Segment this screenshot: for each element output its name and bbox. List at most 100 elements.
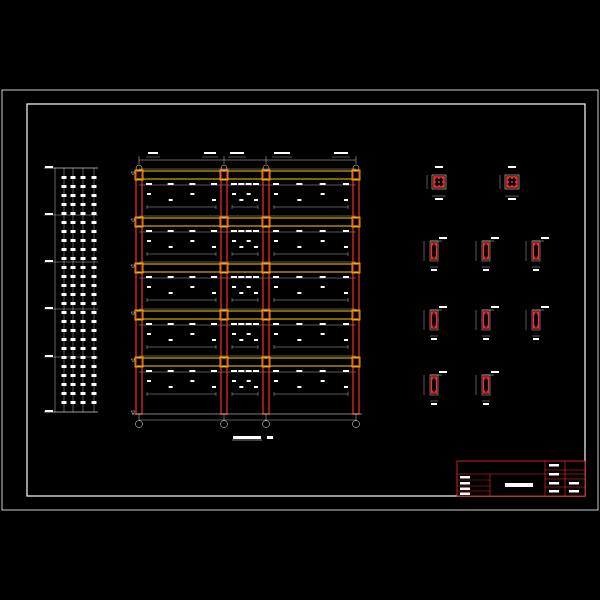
rebar-mark bbox=[91, 257, 97, 260]
beam-label-mark bbox=[190, 380, 195, 382]
rebar-mark bbox=[91, 374, 97, 377]
rebar-mark bbox=[61, 275, 67, 278]
beam-label-mark bbox=[189, 276, 196, 278]
level-label-mark bbox=[45, 410, 53, 412]
rebar-mark bbox=[61, 257, 67, 260]
rebar-mark bbox=[91, 338, 97, 341]
beam-label-mark bbox=[189, 370, 196, 372]
joint bbox=[219, 216, 229, 228]
column bbox=[135, 169, 143, 415]
title-label-mark bbox=[569, 482, 579, 485]
section-label-mark bbox=[491, 371, 499, 373]
beam-label-mark bbox=[232, 333, 236, 335]
beam-label-mark bbox=[190, 240, 195, 242]
beam-label-mark bbox=[231, 230, 237, 232]
rebar-mark bbox=[80, 212, 86, 215]
rebar-mark bbox=[70, 257, 76, 260]
beam-label-mark bbox=[238, 370, 245, 372]
beam-label-mark bbox=[246, 333, 251, 335]
beam-label-mark bbox=[245, 230, 252, 232]
rebar-mark bbox=[91, 203, 97, 206]
axis-bubble-bottom bbox=[135, 420, 143, 428]
joint bbox=[134, 169, 144, 181]
beam-label-mark bbox=[231, 323, 237, 325]
rebar-mark bbox=[80, 284, 86, 287]
rebar-mark bbox=[61, 302, 67, 305]
rebar-mark bbox=[91, 230, 97, 233]
beam-rebar-dot bbox=[434, 312, 437, 315]
sheet-border-inner bbox=[26, 103, 586, 497]
beam-rebar-dot bbox=[536, 256, 539, 259]
section-label-mark bbox=[431, 338, 437, 340]
rebar-mark bbox=[80, 338, 86, 341]
rebar-mark bbox=[91, 302, 97, 305]
beam-label-mark bbox=[320, 380, 325, 382]
beam-label-mark bbox=[253, 230, 259, 232]
rebar-mark bbox=[91, 311, 97, 314]
level-marker bbox=[130, 218, 136, 223]
beam-label-mark bbox=[246, 380, 251, 382]
beam-label-mark bbox=[211, 183, 217, 185]
beam-rebar-dot bbox=[434, 243, 437, 246]
rebar-mark bbox=[70, 320, 76, 323]
rebar-mark bbox=[70, 212, 76, 215]
rebar-mark bbox=[70, 266, 76, 269]
beam-label-mark bbox=[253, 183, 259, 185]
rebar-mark bbox=[61, 401, 67, 404]
beam-label-mark bbox=[167, 230, 174, 232]
rebar-mark bbox=[61, 230, 67, 233]
column-rebar-dot bbox=[442, 185, 444, 187]
section-label-mark bbox=[439, 237, 447, 239]
section-label-mark bbox=[541, 306, 549, 308]
rebar-mark bbox=[80, 248, 86, 251]
beam-rebar-dot bbox=[434, 377, 437, 380]
beam-label-mark bbox=[296, 230, 303, 232]
rebar-mark bbox=[80, 176, 86, 179]
beam-label-mark bbox=[344, 339, 348, 341]
joint bbox=[351, 309, 361, 321]
beam-label-mark bbox=[146, 183, 152, 185]
rebar-mark bbox=[91, 284, 97, 287]
joint bbox=[261, 309, 271, 321]
beam-rebar-dot bbox=[533, 312, 536, 315]
joint bbox=[134, 309, 144, 321]
beam-label-mark bbox=[238, 183, 245, 185]
rebar-mark bbox=[70, 365, 76, 368]
section-label-mark bbox=[483, 269, 489, 271]
rebar-mark bbox=[91, 221, 97, 224]
section-label-mark bbox=[431, 269, 437, 271]
beam-label-mark bbox=[297, 292, 302, 294]
beam-label-mark bbox=[168, 292, 173, 294]
beam-label-mark bbox=[245, 370, 252, 372]
beam-rebar-dot bbox=[533, 243, 536, 246]
rebar-mark bbox=[91, 347, 97, 350]
beam-label-mark bbox=[238, 323, 245, 325]
joint bbox=[219, 262, 229, 274]
joint bbox=[219, 309, 229, 321]
column-rebar-dot bbox=[438, 185, 440, 187]
rebar-mark bbox=[70, 230, 76, 233]
beam-label-mark bbox=[319, 370, 326, 372]
rebar-mark bbox=[61, 176, 67, 179]
beam-label-mark bbox=[274, 380, 278, 382]
beam-label-mark bbox=[273, 323, 279, 325]
rebar-mark bbox=[70, 248, 76, 251]
beam-label-mark bbox=[239, 246, 244, 248]
beam-label-mark bbox=[212, 246, 216, 248]
rebar-mark bbox=[80, 230, 86, 233]
column-rebar-dot bbox=[507, 177, 509, 179]
title-label-mark bbox=[549, 482, 559, 485]
title-label-mark bbox=[460, 482, 470, 485]
rebar-mark bbox=[91, 383, 97, 386]
rebar-mark bbox=[61, 221, 67, 224]
joint bbox=[261, 216, 271, 228]
beam-rebar-dot bbox=[434, 256, 437, 259]
beam-section-stirrup bbox=[482, 376, 490, 394]
title-label-mark bbox=[549, 490, 559, 493]
beam-label-mark bbox=[189, 230, 196, 232]
beam-label-mark bbox=[212, 339, 216, 341]
beam-label-mark bbox=[190, 193, 195, 195]
beam-rebar-dot bbox=[431, 312, 434, 315]
dimension-text-mark bbox=[230, 152, 244, 154]
rebar-mark bbox=[80, 293, 86, 296]
